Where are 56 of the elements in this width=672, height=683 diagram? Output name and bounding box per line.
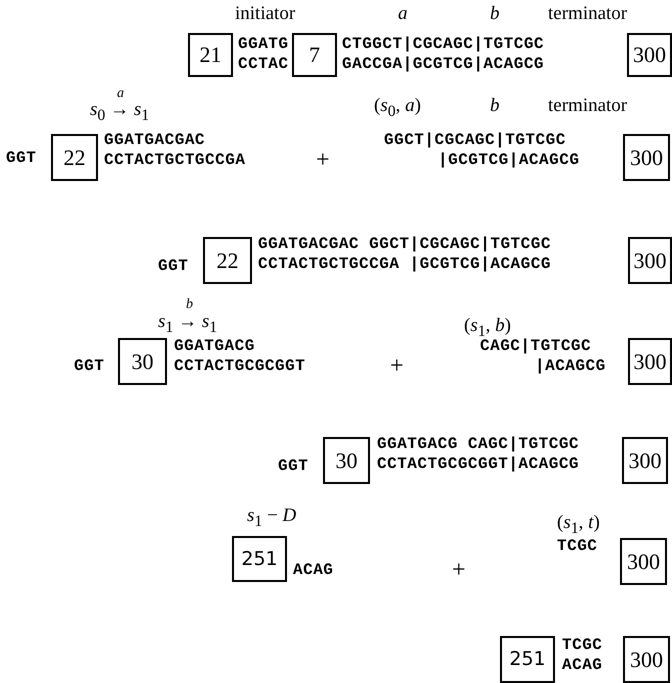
strand-annotation: (s$_{1}$, b) — [464, 316, 511, 340]
dna-strand-sequence: CTGGCT|CGCAGC|TGTCGC — [342, 36, 544, 54]
dna-strand-sequence: TCGC — [557, 538, 598, 556]
dna-strand-sequence: CAGC|TGTCGC — [480, 338, 592, 356]
dna-strand-sequence: CCTACTGCTGCCGA — [104, 152, 246, 170]
number-box: 251 — [232, 536, 287, 582]
transition-symbol: a — [117, 86, 124, 102]
dna-strand-sequence: GACCGA|GCGTCG|ACAGCG — [342, 56, 544, 74]
number-box: 22 — [203, 237, 252, 284]
number-box: 22 — [51, 134, 98, 181]
dna-strand-sequence: GGATGACG CAGC|TGTCGC — [377, 436, 580, 454]
strand-annotation: initiator — [235, 4, 296, 25]
strand-annotation: (s$_{0}$, a) — [374, 96, 421, 120]
strand-annotation: s$_{0}$ → s$_{1}$ — [90, 100, 150, 124]
number-box: 300 — [628, 237, 672, 284]
number-box: 251 — [500, 636, 555, 683]
strand-annotation: (s$_{1}$, t) — [557, 513, 600, 538]
number-box: 30 — [118, 338, 167, 385]
dna-strand-sequence: |GCGTCG|ACAGCG — [438, 152, 580, 170]
plus-sign: + — [390, 353, 404, 380]
dna-strand-sequence: GGT — [6, 150, 36, 168]
strand-annotation: s$_{1}$ − D — [247, 506, 296, 530]
number-box: 300 — [623, 134, 670, 181]
number-box: 300 — [628, 338, 672, 385]
dna-strand-sequence: GGATGACG — [174, 338, 255, 356]
dna-strand-sequence: CCTACTGCTGCCGA |GCGTCG|ACAGCG — [258, 256, 551, 274]
dna-strand-sequence: CCTAC — [238, 56, 289, 74]
dna-strand-sequence: GGATGACGAC GGCT|CGCAGC|TGTCGC — [258, 236, 551, 254]
dna-strand-sequence: GGCT|CGCAGC|TGTCGC — [384, 132, 566, 150]
dna-strand-sequence: ACAG — [293, 562, 334, 580]
dna-strand-sequence: CCTACTGCGCGGT — [174, 358, 306, 376]
dna-strand-sequence: GGT — [278, 458, 308, 476]
number-box: 300 — [627, 33, 672, 77]
number-box: 300 — [622, 437, 668, 484]
strand-annotation: terminator — [548, 4, 628, 25]
number-box: 30 — [323, 437, 370, 484]
number-box: 300 — [623, 636, 670, 683]
plus-sign: + — [316, 147, 330, 174]
number-box: 300 — [620, 538, 667, 585]
dna-strand-sequence: CCTACTGCGCGGT|ACAGCG — [377, 456, 580, 474]
dna-strand-sequence: |ACAGCG — [535, 358, 606, 376]
strand-annotation: a — [398, 4, 408, 25]
dna-strand-sequence: TCGC — [562, 637, 602, 655]
transition-symbol: b — [186, 297, 193, 312]
strand-annotation: b — [490, 4, 500, 25]
number-box: 7 — [292, 33, 337, 77]
dna-strand-sequence: GGT — [74, 358, 104, 376]
dna-strand-sequence: GGATGACGAC — [104, 132, 206, 150]
dna-strand-sequence: GGATG — [238, 36, 289, 54]
dna-strand-sequence: ACAG — [562, 657, 602, 675]
number-box: 21 — [188, 33, 233, 77]
strand-annotation: terminator — [548, 96, 628, 117]
plus-sign: + — [452, 557, 466, 584]
dna-strand-sequence: GGT — [158, 258, 188, 276]
strand-annotation: s$_{1}$ → s$_{1}$ — [158, 312, 218, 336]
strand-annotation: b — [490, 96, 500, 117]
